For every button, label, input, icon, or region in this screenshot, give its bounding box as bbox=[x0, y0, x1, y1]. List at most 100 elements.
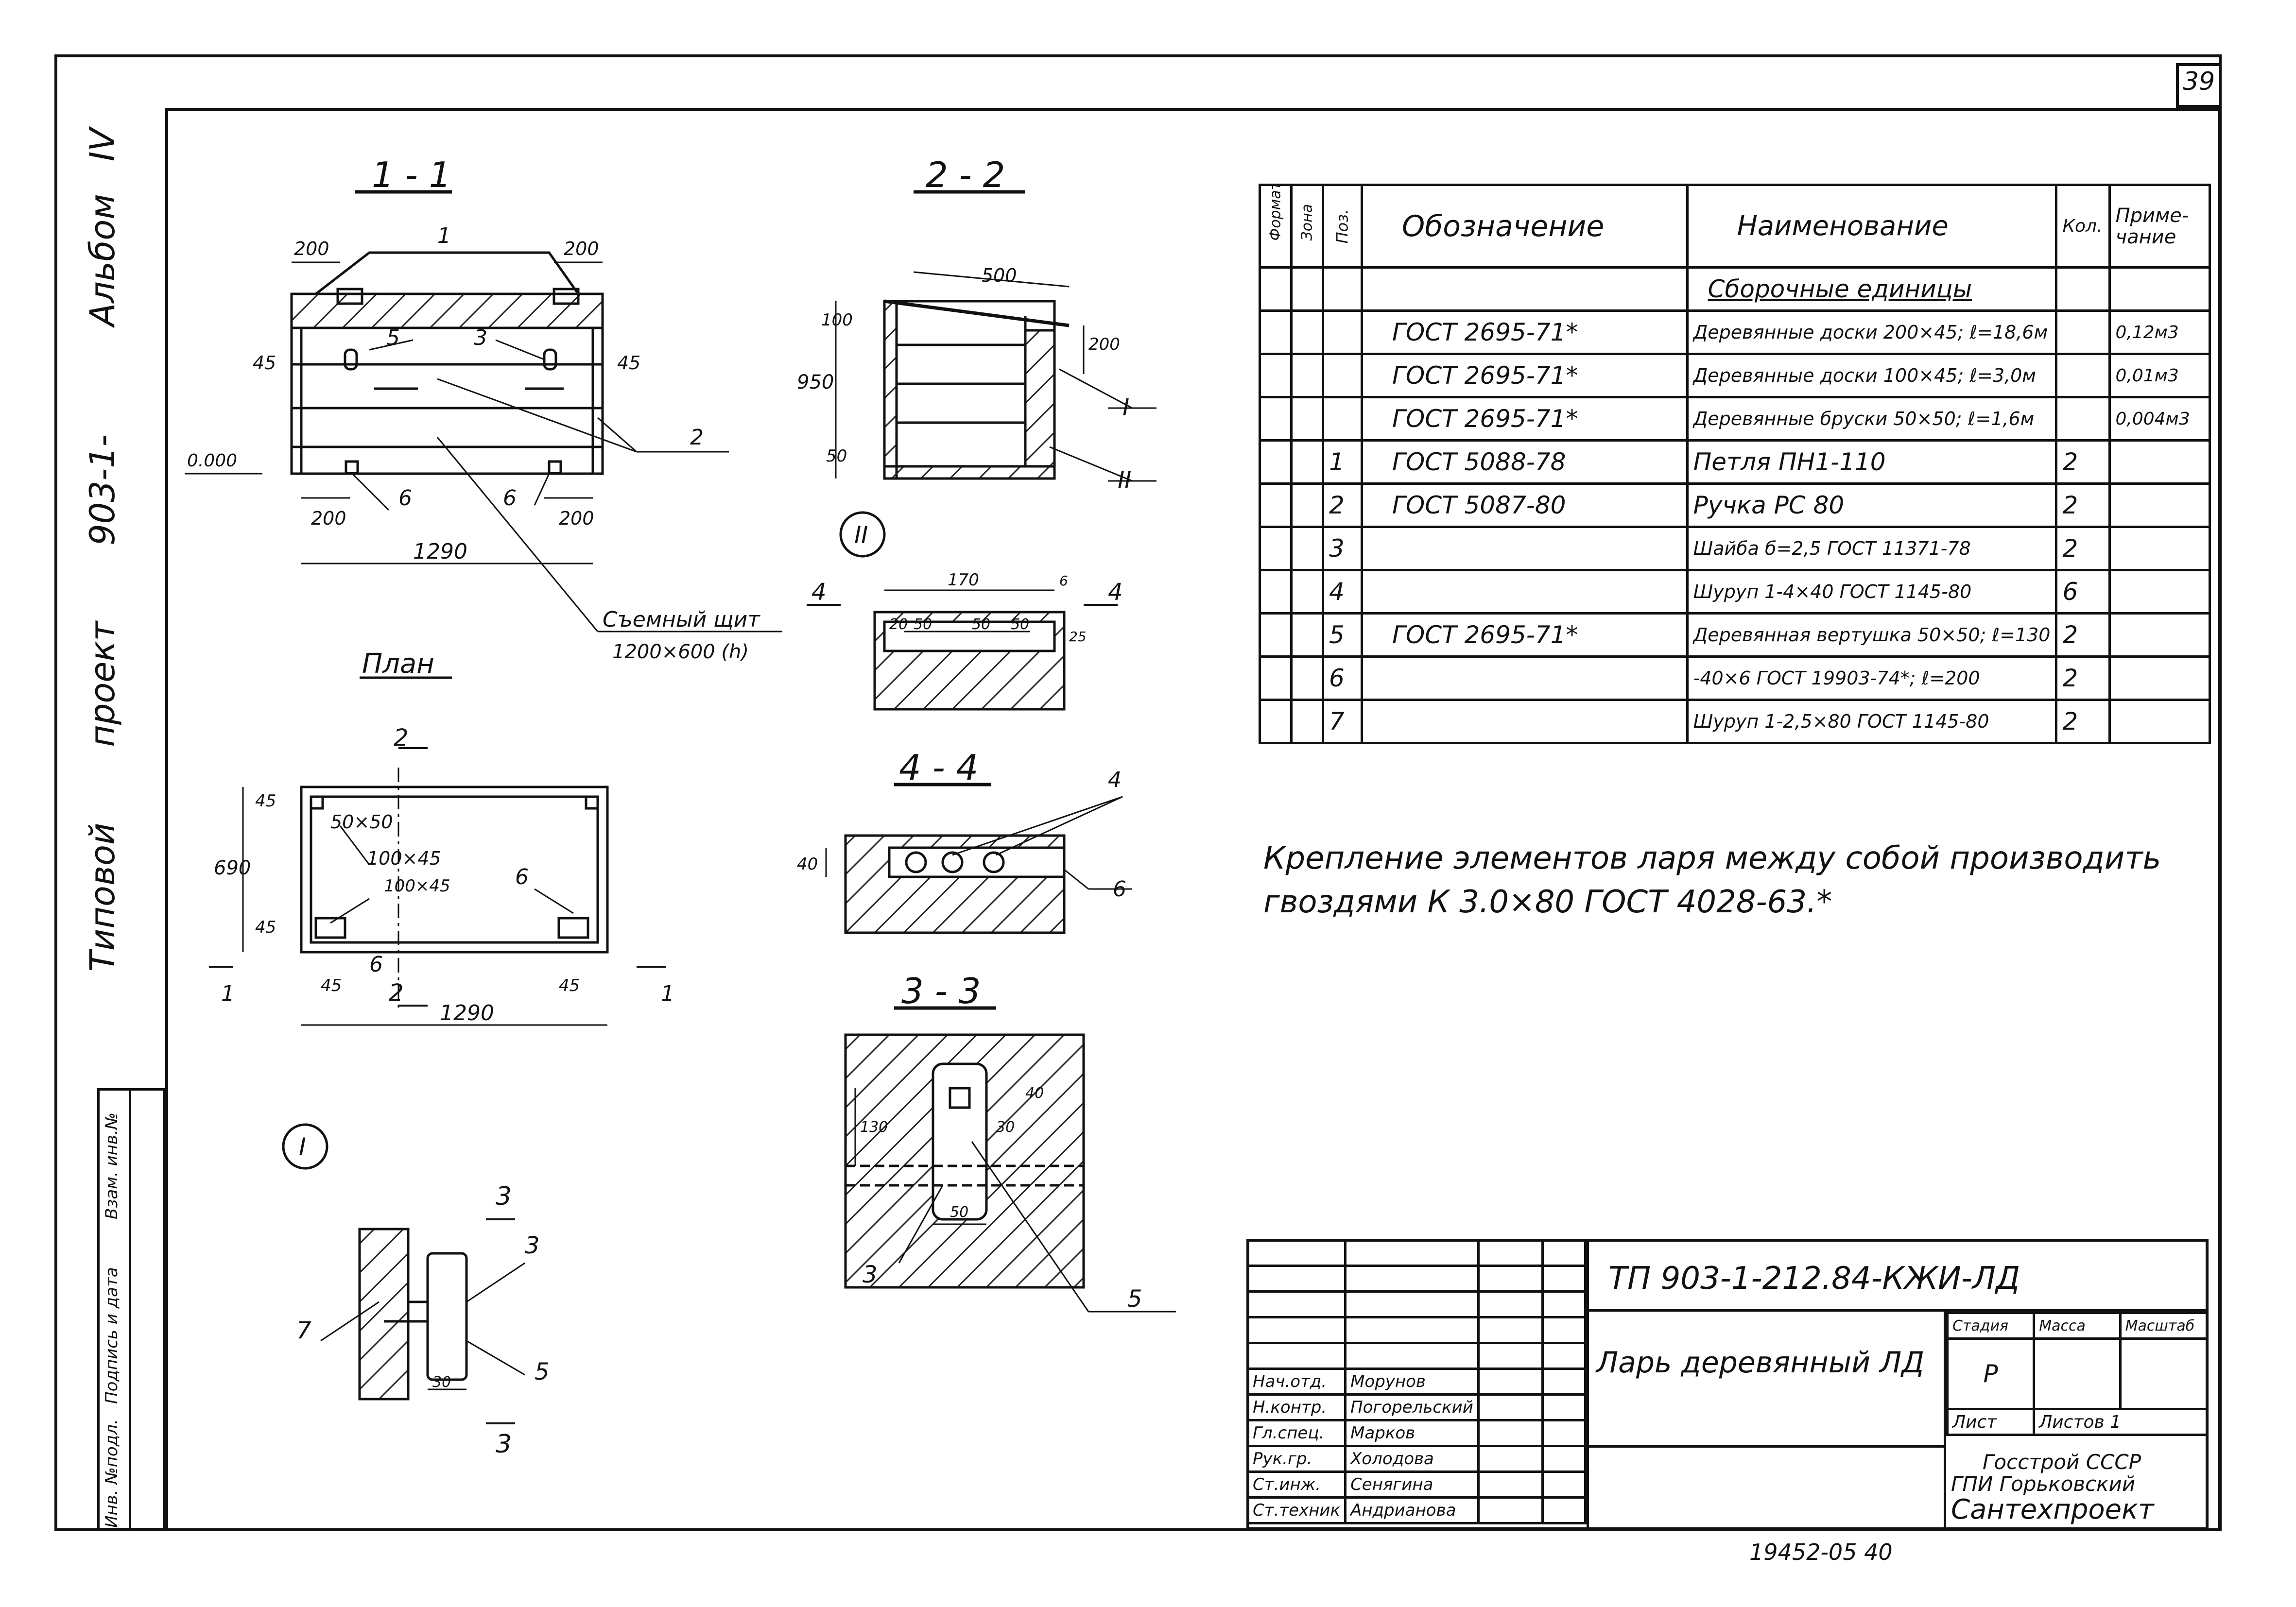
s22-callout-1: I bbox=[1122, 394, 1129, 421]
spec-cell-designation: ГОСТ 2695-71* bbox=[1361, 612, 1689, 658]
spec-cell-format bbox=[1259, 699, 1293, 744]
spec-cell-format bbox=[1259, 655, 1293, 701]
s11-dim-2: 200 bbox=[564, 238, 599, 259]
spec-cell-qty: 2 bbox=[2055, 526, 2111, 571]
detail1-callout-1: 3 bbox=[525, 1232, 540, 1259]
spec-cell-designation: ГОСТ 2695-71* bbox=[1361, 353, 1689, 398]
assembly-note-line-1: Крепление элементов ларя между собой про… bbox=[1263, 840, 2161, 876]
spec-cell-name: Деревянные доски 100×45; ℓ=3,0м bbox=[1686, 353, 2058, 398]
stamp-person-name: Марков bbox=[1344, 1419, 1480, 1447]
spec-row: ГОСТ 2695-71*Деревянные бруски 50×50; ℓ=… bbox=[1259, 396, 2211, 442]
spec-cell-pos bbox=[1322, 309, 1363, 355]
spec-cell-note bbox=[2108, 655, 2211, 701]
detail2-dim-6: 50 bbox=[1011, 616, 1029, 633]
stamp-signature bbox=[1477, 1368, 1544, 1396]
spec-cell-zone bbox=[1290, 266, 1324, 312]
spec-cell-name: Петля ПН1-110 bbox=[1686, 439, 2058, 485]
spec-cell-format bbox=[1259, 309, 1293, 355]
stamp-sheets-lbl: Листов 1 bbox=[2033, 1408, 2209, 1436]
plan-callout-3: 6 bbox=[369, 952, 383, 977]
s11-dim-6: 200 bbox=[559, 508, 594, 529]
spec-cell-note bbox=[2108, 439, 2211, 485]
stamp-person-row: Гл.спец.Марков bbox=[1246, 1419, 1587, 1447]
stamp-date bbox=[1541, 1496, 1587, 1524]
stamp-mass-value bbox=[2033, 1337, 2122, 1410]
detail1-mark: I bbox=[299, 1133, 306, 1161]
stamp-name: Ларь деревянный ЛД bbox=[1596, 1346, 1925, 1380]
stamp-sheet-lbl: Лист bbox=[1946, 1408, 2036, 1436]
spec-cell-name: Деревянные бруски 50×50; ℓ=1,6м bbox=[1686, 396, 2058, 442]
spec-cell-name: Ручка РС 80 bbox=[1686, 482, 2058, 528]
spec-cell-note: 0,01м3 bbox=[2108, 353, 2211, 398]
stamp-stage-value: Р bbox=[1946, 1337, 2036, 1410]
spec-cell-pos: 7 bbox=[1322, 699, 1363, 744]
spec-cell-pos bbox=[1322, 396, 1363, 442]
spec-cell-format bbox=[1259, 439, 1293, 485]
stamp-date bbox=[1541, 1368, 1587, 1396]
s11-callout-4: 2 bbox=[690, 425, 704, 450]
spec-cell-zone bbox=[1290, 612, 1324, 658]
stamp-role: Нач.отд. bbox=[1246, 1368, 1347, 1396]
stamp-person-name: Андрианова bbox=[1344, 1496, 1480, 1524]
sheet-number-box bbox=[2176, 63, 2222, 108]
s33-dim-2: 40 bbox=[1025, 1085, 1044, 1102]
spec-cell-designation: ГОСТ 5088-78 bbox=[1361, 439, 1689, 485]
stamp-stage-table: Стадия Масса Масштаб Р Лист Листов 1 bbox=[1946, 1312, 2209, 1436]
s11-callout-6: 6 bbox=[503, 486, 517, 511]
detail2-cut-1: 4 bbox=[811, 579, 827, 606]
plan-callout-2: 2 bbox=[389, 979, 404, 1007]
s33-title: 3 - 3 bbox=[901, 971, 981, 1011]
spec-cell-designation bbox=[1361, 569, 1689, 615]
spec-hdr-designation: Обозначение bbox=[1361, 184, 1689, 269]
spec-cell-name: Сборочные единицы bbox=[1686, 266, 2058, 312]
spec-row: ГОСТ 2695-71*Деревянные доски 200×45; ℓ=… bbox=[1259, 309, 2211, 355]
stamp-scale-value bbox=[2119, 1337, 2209, 1410]
spec-cell-zone bbox=[1290, 439, 1324, 485]
plan-dim-3: 45 bbox=[255, 918, 276, 937]
inventory-strip bbox=[97, 1088, 165, 1530]
stamp-sheets-row: Лист Листов 1 bbox=[1946, 1408, 2209, 1436]
stamp-org-2: ГПИ Горьковский bbox=[1951, 1472, 2136, 1496]
spec-cell-qty: 6 bbox=[2055, 569, 2111, 615]
detail-I bbox=[282, 1123, 525, 1424]
spec-cell-qty: 2 bbox=[2055, 612, 2111, 658]
plan-dim-4: 45 bbox=[321, 976, 342, 995]
stamp-signature bbox=[1477, 1445, 1544, 1473]
plan-callout-4: 6 bbox=[515, 865, 529, 889]
s33-dim-3: 30 bbox=[996, 1119, 1015, 1136]
spec-cell-note bbox=[2108, 612, 2211, 658]
s44-dim-1: 40 bbox=[797, 855, 818, 874]
spec-header-row: Формат Зона Поз. Обозначение Наименовани… bbox=[1259, 184, 2211, 269]
spec-cell-note bbox=[2108, 569, 2211, 615]
detail2-dim-7: 25 bbox=[1069, 629, 1087, 645]
spec-row: Сборочные единицы bbox=[1259, 266, 2211, 312]
s22-dim-5: 50 bbox=[826, 446, 847, 466]
stamp-role: Ст.инж. bbox=[1246, 1470, 1347, 1499]
s33-callout-1: 3 bbox=[863, 1261, 878, 1288]
detail2-cut-2: 4 bbox=[1108, 579, 1123, 606]
stamp-role: Рук.гр. bbox=[1246, 1445, 1347, 1473]
spec-cell-name: Деревянные доски 200×45; ℓ=18,6м bbox=[1686, 309, 2058, 355]
stamp-signature bbox=[1477, 1470, 1544, 1499]
spec-cell-qty: 2 bbox=[2055, 699, 2111, 744]
spec-cell-note bbox=[2108, 699, 2211, 744]
spec-cell-pos: 5 bbox=[1322, 612, 1363, 658]
spec-hdr-qty: Кол. bbox=[2055, 184, 2111, 269]
stamp-org-cell bbox=[1587, 1448, 1946, 1530]
stamp-scale-hdr: Масштаб bbox=[2119, 1312, 2209, 1340]
spec-cell-designation: ГОСТ 5087-80 bbox=[1361, 482, 1689, 528]
spec-hdr-pos: Поз. bbox=[1322, 184, 1363, 269]
plan-view bbox=[209, 676, 666, 1026]
s33-dim-1: 130 bbox=[860, 1119, 888, 1136]
stamp-person-row: Ст.инж.Сенягина bbox=[1246, 1470, 1587, 1499]
plan-dim-2: 690 bbox=[214, 857, 251, 879]
spec-cell-designation bbox=[1361, 655, 1689, 701]
assembly-note-line-2: гвоздями К 3.0×80 ГОСТ 4028-63.* bbox=[1263, 884, 1832, 920]
stamp-code-cell bbox=[1587, 1239, 2209, 1312]
spec-cell-zone bbox=[1290, 655, 1324, 701]
